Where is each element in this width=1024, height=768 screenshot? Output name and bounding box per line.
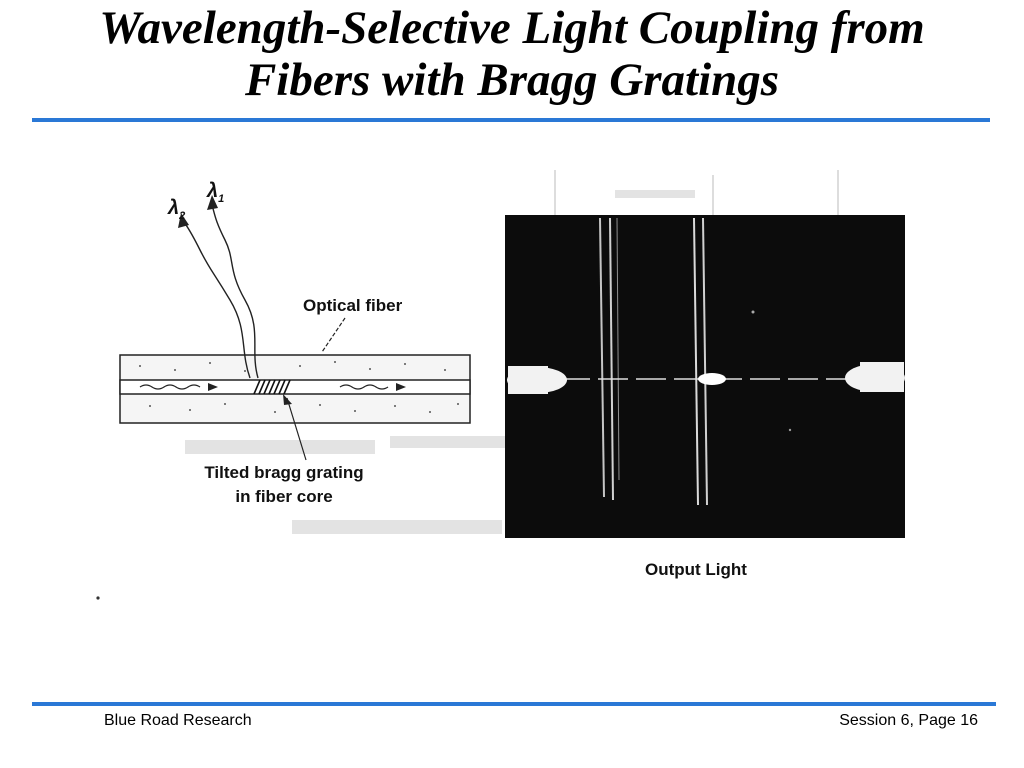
stray-dot (96, 596, 100, 600)
cladding-speckle (139, 361, 459, 413)
output-arrow-head (396, 383, 406, 391)
grating-label-line-1: Tilted bragg grating (204, 463, 363, 482)
footer-company: Blue Road Research (104, 712, 252, 729)
bragg-grating-figure: λ2 λ1 Optical fiber Tilted bragg grating… (96, 170, 905, 600)
fiber-core (119, 379, 471, 395)
output-light-wave (339, 384, 389, 390)
optical-fiber-diagram: λ2 λ1 Optical fiber Tilted bragg grating… (119, 180, 471, 506)
lambda1-arrow-head (207, 195, 218, 210)
coupled-light-spot (698, 373, 726, 385)
light-streaks (599, 217, 708, 506)
slide-title: Wavelength-Selective Light Coupling from… (0, 2, 1024, 106)
output-light-photo: Output Light (505, 215, 905, 579)
scan-lines (554, 170, 839, 215)
footer-page-number: Session 6, Page 16 (839, 712, 978, 729)
lambda-2-label: λ2 (167, 197, 185, 222)
left-fiber-holder (508, 366, 548, 394)
grating-label-line-2: in fiber core (235, 487, 332, 506)
grating-leader-head (283, 394, 292, 405)
lambda2-ray (183, 221, 251, 379)
lambda1-ray (211, 204, 259, 379)
title-line-1: Wavelength-Selective Light Coupling from (99, 2, 925, 54)
title-line-2: Fibers with Bragg Gratings (244, 54, 780, 106)
output-light-label: Output Light (645, 560, 747, 579)
optical-fiber-label: Optical fiber (303, 296, 403, 315)
right-fiber-holder (860, 362, 904, 392)
grating-leader (286, 397, 307, 461)
footer-divider (32, 702, 996, 706)
tilted-grating (253, 379, 291, 395)
input-light-wave (139, 384, 201, 390)
title-divider (32, 118, 990, 122)
input-arrow-head (208, 383, 218, 391)
lambda2-arrow-head (178, 213, 189, 228)
lambda-1-label: λ1 (206, 180, 224, 205)
scan-artifacts (185, 190, 695, 534)
optical-fiber-leader (321, 317, 346, 353)
